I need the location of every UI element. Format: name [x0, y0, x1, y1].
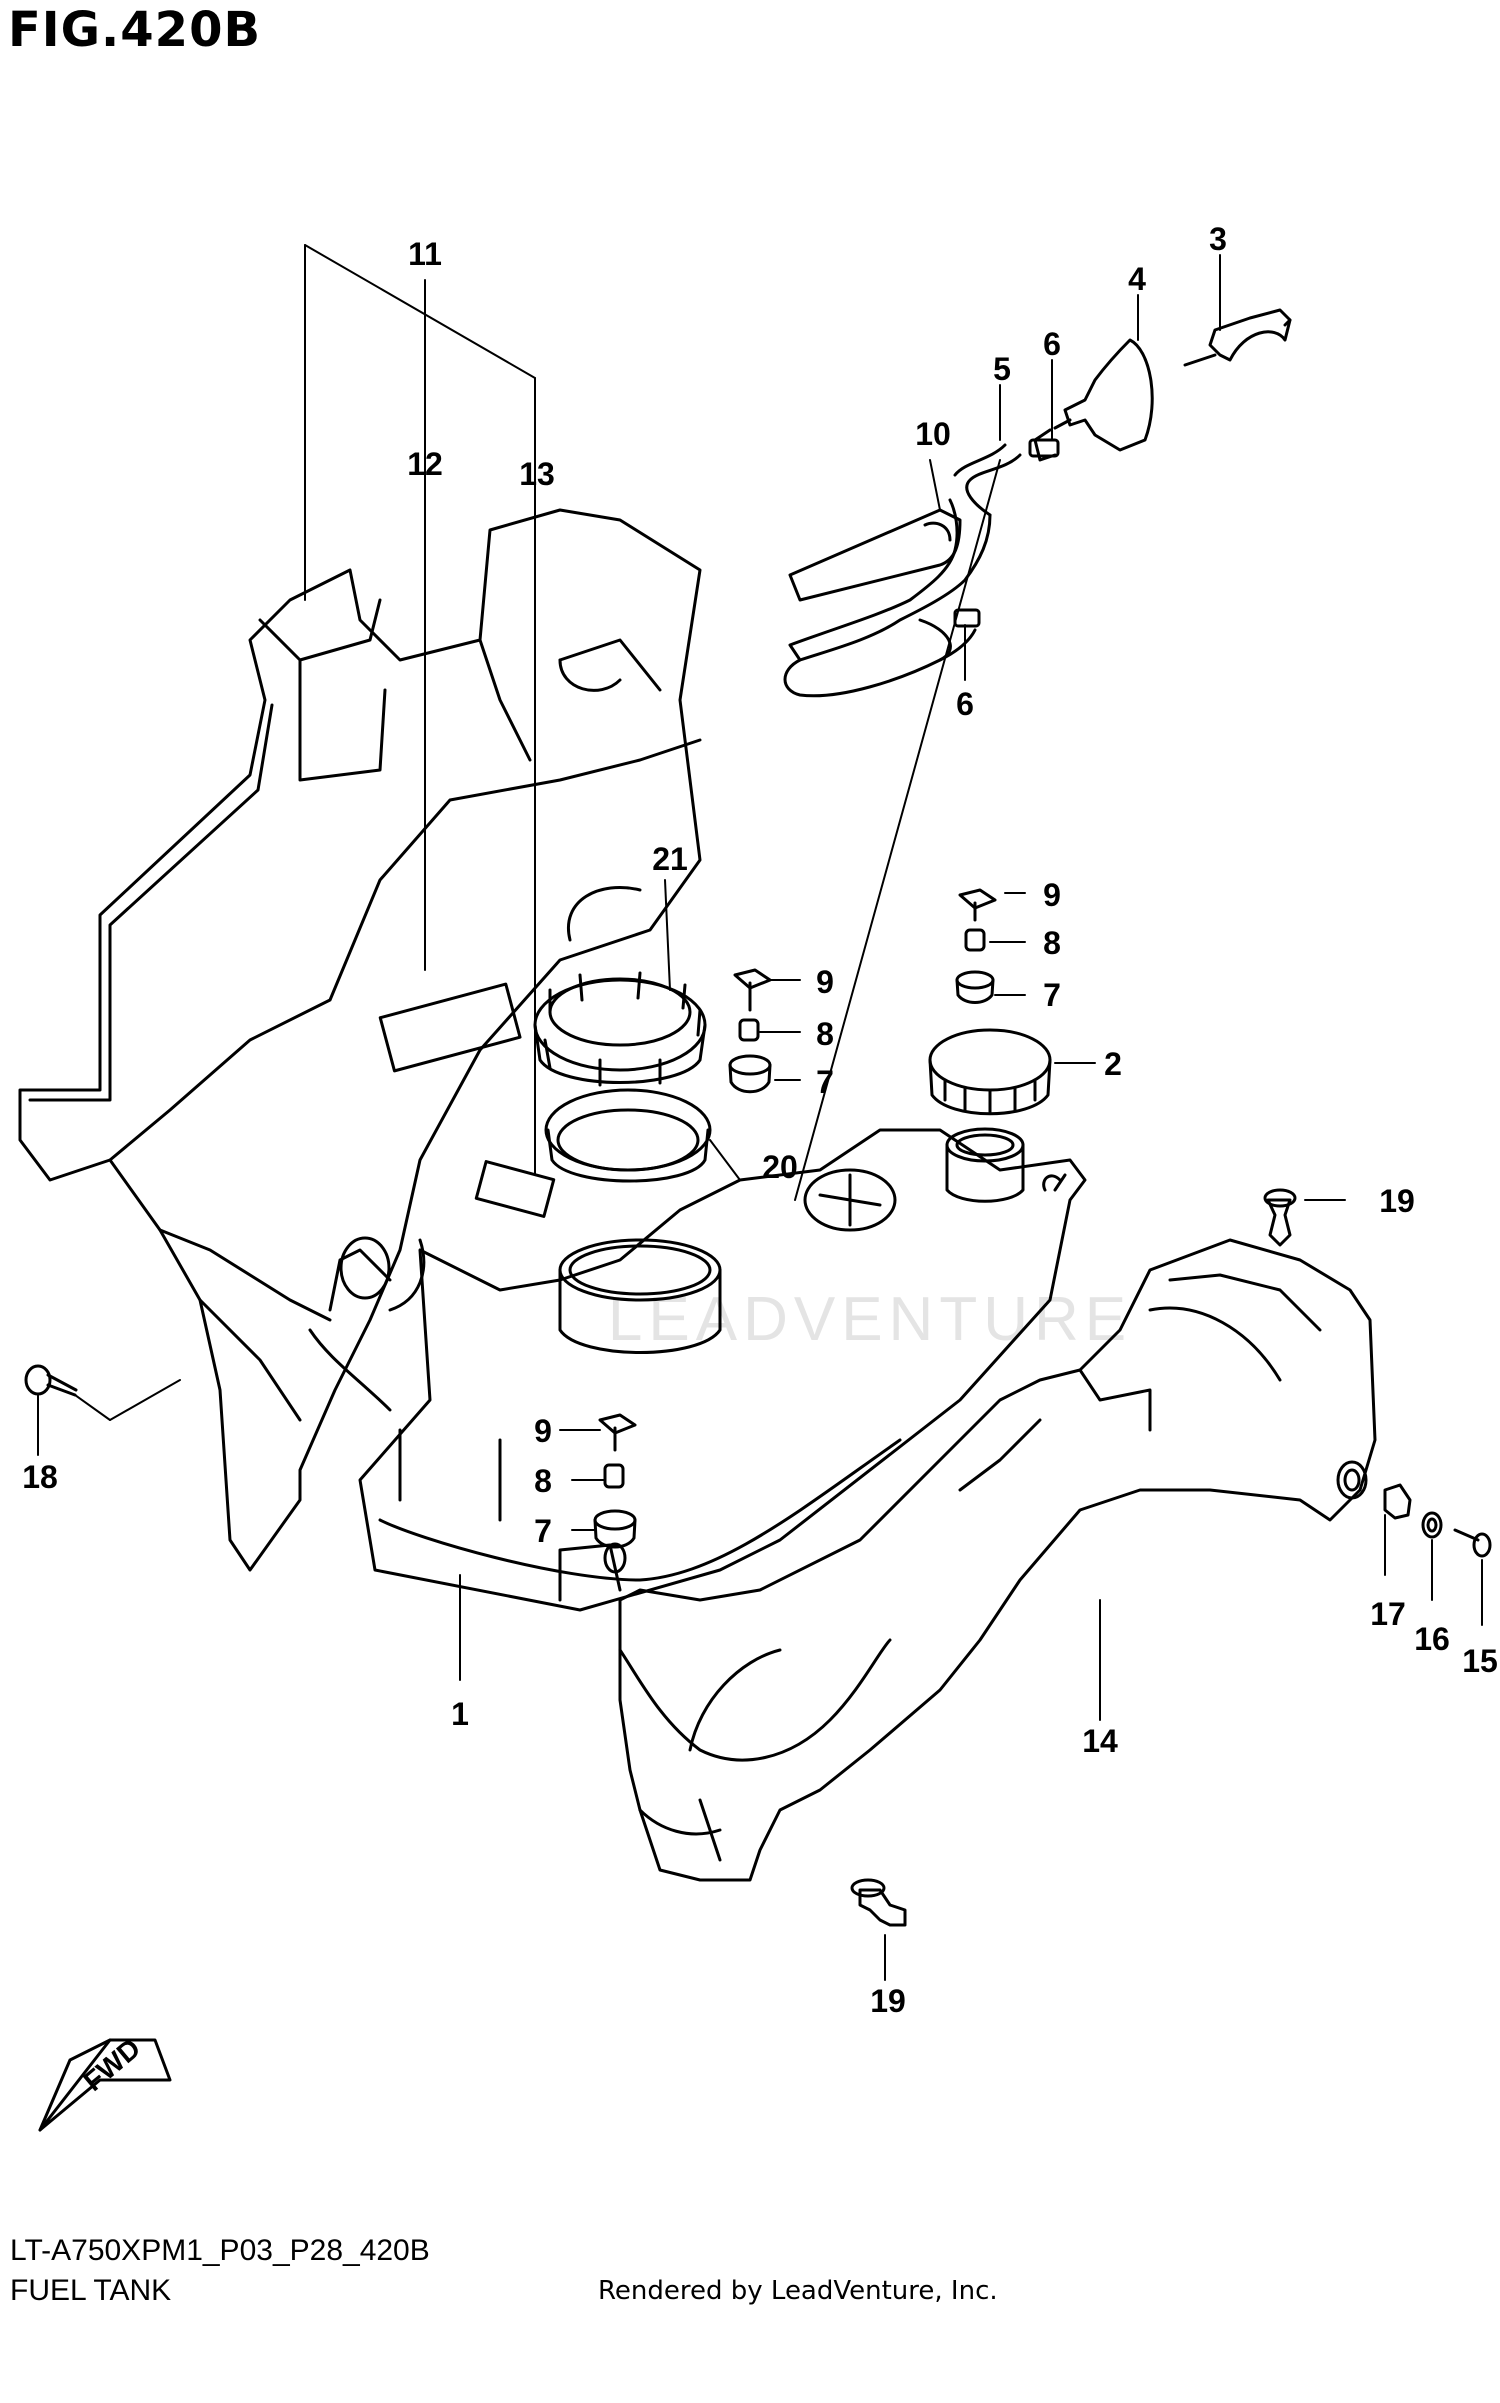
breather-hose-assembly: [783, 308, 1292, 698]
callout-17: 17: [1370, 1596, 1406, 1632]
leader-lines-cover-labels: [304, 244, 536, 1176]
trim-clip-lower: [850, 1878, 907, 1927]
callout-20: 20: [762, 1149, 798, 1185]
right-side-cover: [618, 1238, 1377, 1882]
callout-9-pump: 9: [816, 964, 834, 1000]
right-cover-fasteners: [1383, 1483, 1492, 1558]
forward-direction-arrow: FWD: [38, 2032, 172, 2132]
figure-title: FIG.420B: [8, 2, 262, 58]
fwd-label: FWD: [78, 2032, 147, 2097]
callout-13: 13: [519, 456, 555, 492]
callout-7-pump: 7: [816, 1064, 834, 1100]
rendered-by-credit: Rendered by LeadVenture, Inc.: [598, 2276, 998, 2306]
callout-18: 18: [22, 1459, 58, 1495]
trim-clip-upper: [1263, 1188, 1297, 1247]
callout-15: 15: [1462, 1643, 1498, 1679]
model-code: LT-A750XPM1_P03_P28_420B: [10, 2234, 430, 2267]
fuel-cap: [928, 1028, 1052, 1116]
callout-9-cap: 9: [1043, 877, 1061, 913]
fuel-tank: [358, 1127, 1087, 1612]
callout-10: 10: [915, 416, 951, 452]
cap-mounting-hardware: [955, 888, 997, 1004]
left-side-cover: [18, 508, 702, 1572]
callout-19-upper: 19: [1379, 1183, 1415, 1219]
fuel-pump-gasket: [544, 1088, 712, 1183]
fuel-pump-lock-ring: [533, 971, 707, 1087]
callout-5: 5: [993, 351, 1011, 387]
callout-21: 21: [652, 841, 688, 877]
callout-9-tank: 9: [534, 1413, 552, 1449]
callout-12: 12: [407, 446, 443, 482]
tank-mounting-hardware: [593, 1413, 637, 1549]
callout-6-upper: 6: [1043, 326, 1061, 362]
callout-8-pump: 8: [816, 1016, 834, 1052]
callout-2: 2: [1104, 1046, 1122, 1082]
callout-11: 11: [408, 236, 442, 272]
callout-19-lower: 19: [870, 1983, 906, 2019]
section-name: FUEL TANK: [10, 2274, 172, 2307]
callout-14: 14: [1082, 1723, 1118, 1759]
leader-lines: [37, 254, 1483, 1981]
callout-16: 16: [1414, 1621, 1450, 1657]
watermark: LEADVENTURE: [608, 1285, 1132, 1354]
callout-7-tank: 7: [534, 1513, 552, 1549]
left-cover-bolt: [24, 1364, 78, 1397]
callout-8-tank: 8: [534, 1463, 552, 1499]
callout-labels: 1 2 3 4 5 6 6 7 7 7 8 8 8 9 9 9 10 11 12…: [22, 221, 1498, 2019]
svg-text:LEADVENTURE: LEADVENTURE: [608, 1285, 1132, 1354]
callout-1: 1: [451, 1696, 469, 1732]
callout-6-lower: 6: [956, 686, 974, 722]
callout-4: 4: [1128, 261, 1146, 297]
callout-3: 3: [1209, 221, 1227, 257]
callout-7-cap: 7: [1043, 977, 1061, 1013]
callout-8-cap: 8: [1043, 925, 1061, 961]
pump-mounting-hardware: [728, 968, 772, 1094]
